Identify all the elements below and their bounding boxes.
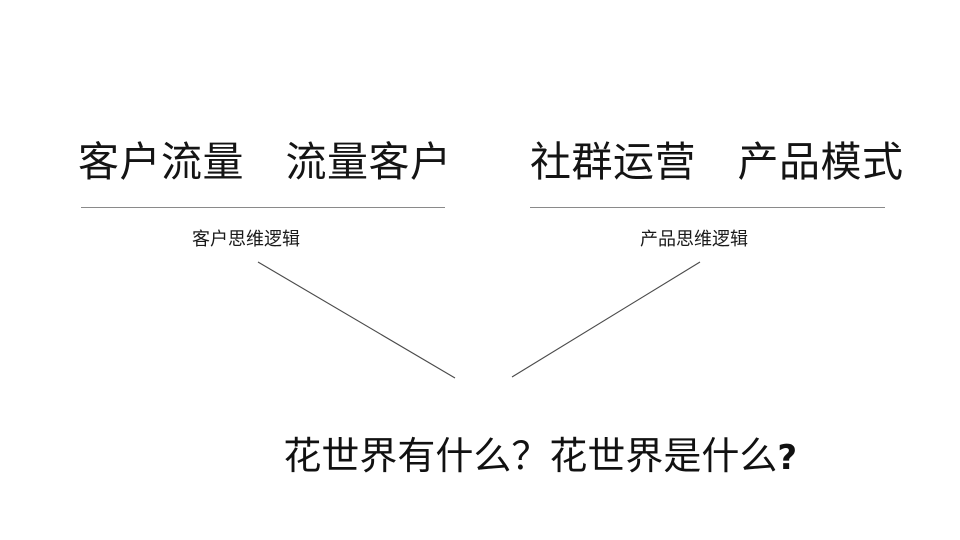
conclusion-text: 花世界有什么？花世界是什么? <box>235 399 797 513</box>
divider-rule-left <box>81 207 445 208</box>
divider-rule-right <box>530 207 885 208</box>
heading-customer-traffic: 客户流量 流量客户 <box>78 138 452 186</box>
conclusion-part-two: 花世界是什么 <box>549 434 778 478</box>
connector-line-left <box>257 261 456 379</box>
heading-community-product: 社群运营 产品模式 <box>530 138 904 186</box>
conclusion-part-one: 花世界有什么？ <box>283 434 550 478</box>
conclusion-question-mark: ? <box>777 438 798 478</box>
sublabel-product-thinking-logic: 产品思维逻辑 <box>640 229 748 250</box>
connector-line-right <box>511 261 701 378</box>
sublabel-customer-thinking-logic: 客户思维逻辑 <box>192 229 300 250</box>
